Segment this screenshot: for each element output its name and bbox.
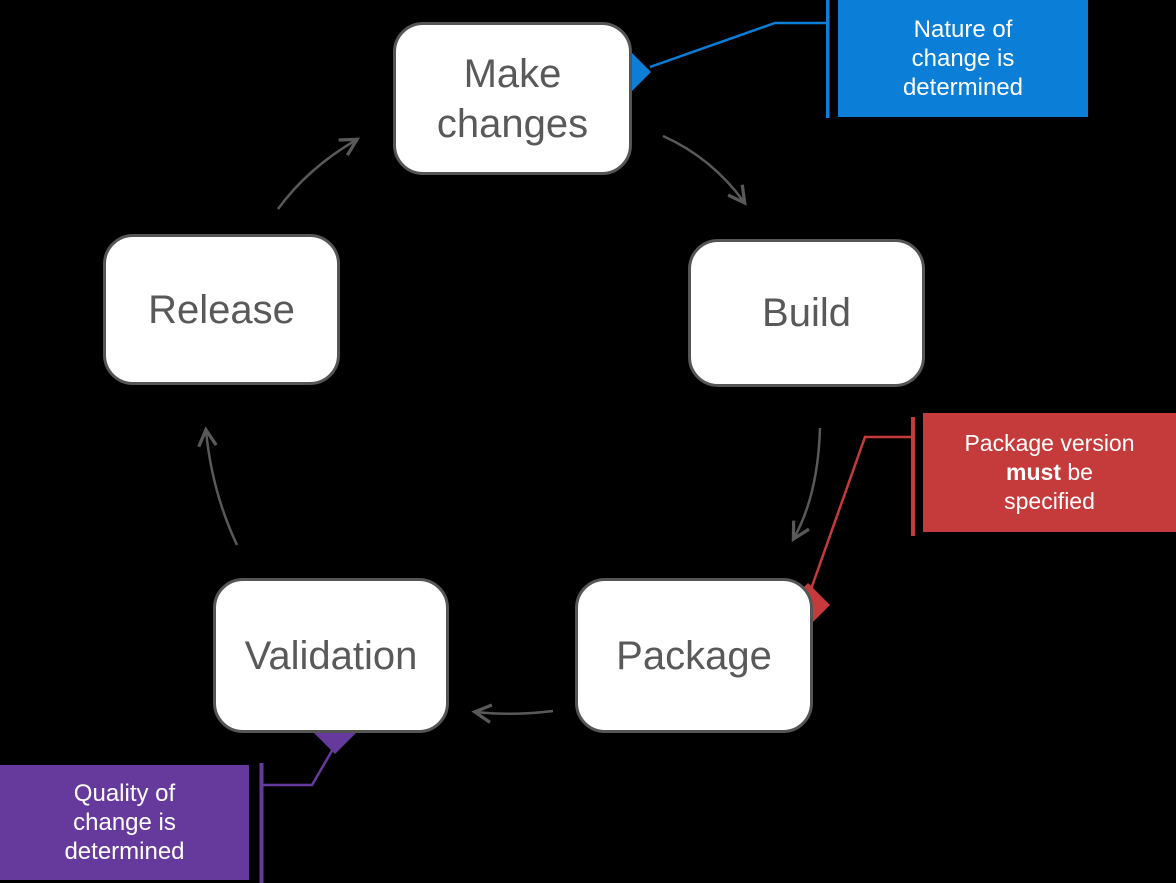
callout-bar-red [911, 417, 915, 536]
callout-text-line: Quality of [73, 780, 176, 807]
callout-bold-word: must [1006, 459, 1061, 485]
node-package: Package [575, 578, 813, 733]
leader-line-nature-callout [649, 21, 827, 69]
callout-bar-purple [259, 763, 264, 883]
callout-text-line: determined [902, 74, 1024, 101]
node-package-label: Package [616, 633, 772, 678]
callout-text-line: change is [73, 809, 176, 836]
arrow-release-to-make-changes [276, 137, 361, 210]
callout-quality-of-change: Quality of change is determined [0, 765, 249, 880]
node-make-changes: Make changes [393, 22, 632, 175]
callout-text-line: Nature of [913, 16, 1013, 43]
arrow-validation-to-release [197, 426, 239, 546]
leader-line-quality-callout [261, 748, 335, 787]
node-validation: Validation [213, 578, 449, 733]
node-release-label: Release [148, 287, 295, 332]
callout-text-line: Package version [964, 430, 1135, 456]
node-build-label: Build [762, 291, 851, 335]
node-make-changes-label: Make changes [436, 51, 589, 146]
arrow-build-to-package [791, 427, 822, 543]
callout-package-version: Package version must be specified [923, 413, 1176, 532]
node-build: Build [688, 239, 925, 387]
node-release: Release [103, 234, 340, 385]
callout-text-line: must be [1006, 458, 1093, 487]
leader-line-package-version-callout [808, 435, 912, 593]
callout-text-line: specified [1004, 488, 1095, 514]
arrow-package-to-validation [471, 703, 554, 724]
callout-text-line: determined [64, 838, 185, 865]
callout-nature-of-change: Nature of change is determined [838, 0, 1088, 117]
arrow-make-changes-to-build [662, 134, 747, 206]
callout-text-rest: be [1060, 459, 1093, 485]
callout-bar-blue [826, 0, 830, 118]
node-validation-label: Validation [244, 633, 418, 678]
callout-text-line: change is [911, 45, 1015, 72]
